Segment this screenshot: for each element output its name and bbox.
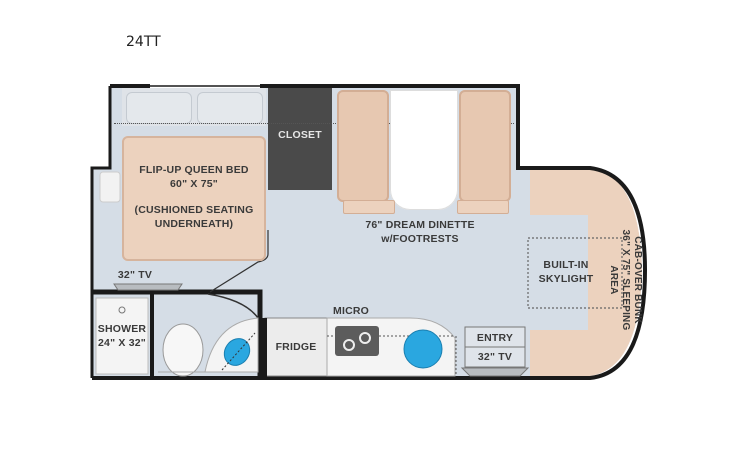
shower-label: SHOWER 24" X 32" [97,323,147,349]
slide-line [114,123,514,124]
pillow-left [126,92,192,124]
queen-bed[interactable] [122,136,266,261]
dinette-seat-left[interactable] [337,90,389,202]
entry-tv-label: 32" TV [477,351,513,363]
cab-over-bunk-label: CAB-OVER BUNK 36" X 75" SLEEPING AREA [608,229,643,331]
closet-label: CLOSET [278,129,322,141]
bed-label: FLIP-UP QUEEN BED 60" X 75" (CUSHIONED S… [134,164,254,230]
floorplan-title: 24TT [126,34,161,50]
fridge-label: FRIDGE [275,341,317,353]
entry-label[interactable]: ENTRY [476,332,514,344]
dinette-label: 76" DREAM DINETTE w/FOOTRESTS [365,219,475,245]
footrest-left[interactable] [343,200,395,214]
dinette-seat-right[interactable] [459,90,511,202]
bedroom-tv-label: 32" TV [117,269,153,281]
dinette-table[interactable] [390,90,458,210]
skylight-label: BUILT-IN SKYLIGHT [538,259,594,285]
footrest-right[interactable] [457,200,509,214]
micro-label: MICRO [333,305,369,317]
pillow-right [197,92,263,124]
